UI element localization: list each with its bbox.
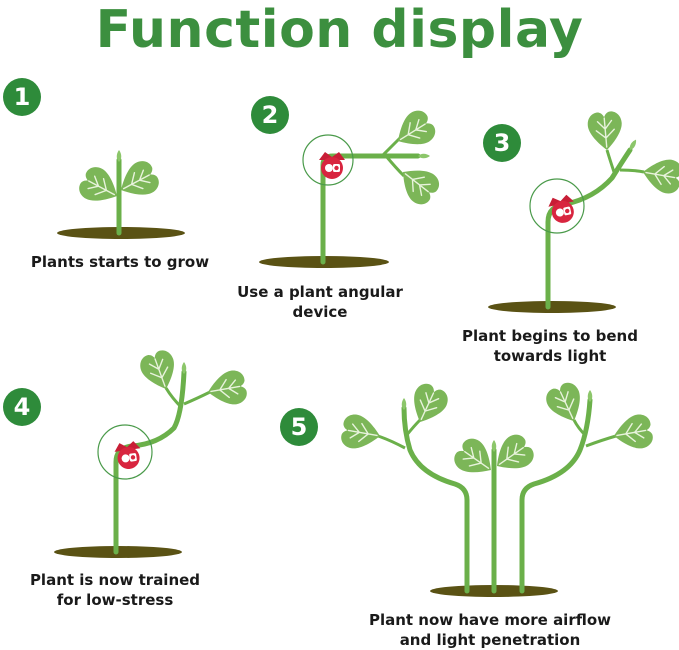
step-5-badge: 5 (280, 408, 318, 446)
heart-leaf-icon (204, 367, 250, 410)
page-title: Function display (95, 0, 584, 60)
step-5-plant (338, 378, 656, 597)
step-3-caption: Plant begins to bend towards light (462, 327, 638, 365)
step-4-plant (54, 346, 250, 558)
heart-leaf-icon (338, 411, 384, 454)
heart-leaf-icon (388, 105, 441, 157)
step-5-caption: Plant now have more airflow and light pe… (368, 611, 612, 649)
step-3-badge: 3 (483, 124, 521, 162)
heart-leaf-icon (610, 411, 656, 454)
heart-leaf-icon (403, 379, 453, 430)
step-2-caption: Use a plant angular device (237, 283, 403, 321)
step-4-badge: 4 (3, 388, 41, 426)
heart-leaf-icon (136, 346, 183, 396)
heart-leaf-icon (639, 154, 679, 197)
heart-leaf-icon (586, 109, 625, 153)
heart-leaf-icon (541, 378, 591, 429)
step-2-badge: 2 (251, 96, 289, 134)
step-1-badge: 1 (3, 78, 41, 116)
step-4-caption: Plant is now trained for low-stress (29, 571, 201, 609)
soil-patch-icon (488, 301, 616, 313)
step-2-plant (259, 105, 445, 268)
heart-leaf-icon (391, 157, 445, 210)
step-1-plant (57, 150, 185, 239)
step-1-caption: Plants starts to grow (30, 253, 210, 271)
step-3-plant (488, 109, 679, 313)
